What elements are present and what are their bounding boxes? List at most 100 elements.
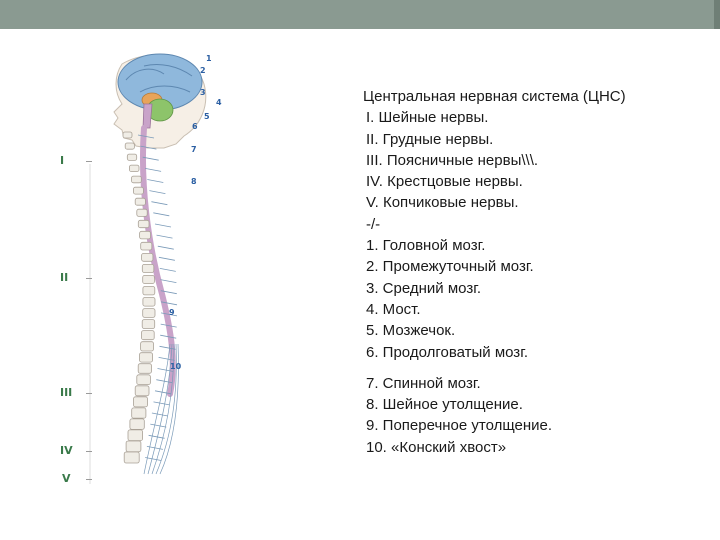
spinal-nerve bbox=[160, 290, 177, 295]
callout-3: 3 bbox=[200, 88, 206, 97]
spinal-nerve bbox=[157, 245, 174, 250]
top-bar-accent bbox=[714, 0, 720, 29]
callout-9: 9 bbox=[169, 308, 175, 317]
spinal-nerve bbox=[158, 256, 175, 261]
vertebra bbox=[142, 308, 156, 318]
vertebra bbox=[137, 219, 150, 229]
callout-5: 5 bbox=[204, 112, 210, 121]
vertebra bbox=[126, 153, 138, 161]
roman-label-4: IV bbox=[60, 444, 73, 457]
vertebra bbox=[129, 418, 145, 430]
spinal-nerve bbox=[153, 401, 170, 406]
vertebra bbox=[129, 164, 140, 172]
vertebra bbox=[140, 341, 154, 352]
spinal-nerve bbox=[151, 412, 168, 417]
vertebral-column bbox=[122, 131, 178, 464]
spinal-nerve bbox=[158, 357, 175, 361]
spinal-nerve bbox=[154, 223, 172, 228]
callout-2: 2 bbox=[200, 66, 206, 75]
vertebra bbox=[125, 440, 142, 453]
legend-item: 1. Головной мозг. bbox=[366, 237, 486, 255]
roman-label-1: I bbox=[60, 154, 65, 167]
legend-title: Центральная нервная система (ЦНС) bbox=[363, 88, 626, 105]
vertebra bbox=[134, 385, 150, 397]
legend-item: IV. Крестцовые нервы. bbox=[366, 173, 523, 191]
spinal-nerve bbox=[140, 145, 157, 150]
legend-item: 5. Мозжечок. bbox=[366, 322, 456, 340]
spinal-cord-shape bbox=[139, 125, 176, 397]
spinal-nerve bbox=[153, 212, 170, 217]
vertebra bbox=[123, 451, 140, 464]
legend-item: 4. Мост. bbox=[366, 300, 421, 318]
spinal-nerve bbox=[150, 423, 167, 428]
spinal-nerve bbox=[156, 234, 173, 239]
spinal-nerve bbox=[160, 312, 178, 317]
legend-item: 2. Промежуточный мозг. bbox=[366, 258, 534, 276]
spinal-nerve bbox=[159, 345, 176, 350]
legend-item: 6. Продолговатый мозг. bbox=[366, 343, 528, 361]
callout-10: 10 bbox=[170, 362, 182, 371]
legend-item: 7. Спинной мозг. bbox=[366, 374, 481, 392]
vertebra bbox=[133, 186, 144, 195]
legend-gap bbox=[363, 363, 703, 373]
vertebra bbox=[140, 241, 153, 251]
vertebra bbox=[141, 252, 154, 262]
callout-4: 4 bbox=[216, 98, 222, 107]
spinal-nerve bbox=[160, 279, 177, 283]
nervous-system-figure: I II III IV V 1 2 3 4 5 6 7 8 9 10 bbox=[44, 44, 244, 494]
vertebra bbox=[136, 208, 148, 217]
legend-item: II. Грудные нервы. bbox=[366, 130, 494, 148]
roman-label-2: II bbox=[60, 271, 69, 284]
vertebra bbox=[127, 429, 144, 441]
vertebra bbox=[134, 197, 146, 206]
roman-tick-2 bbox=[86, 278, 92, 279]
callout-6: 6 bbox=[192, 122, 198, 131]
legend-item: 3. Средний мозг. bbox=[366, 279, 481, 297]
legend-item: 8. Шейное утолщение. bbox=[366, 396, 523, 414]
spinal-nerve bbox=[148, 434, 165, 439]
spinal-nerve bbox=[149, 190, 166, 194]
vertebra bbox=[142, 286, 156, 296]
spinal-nerve bbox=[145, 457, 162, 461]
brain-folds bbox=[125, 63, 193, 93]
legend-item: 9. Поперечное утолщение. bbox=[366, 417, 553, 435]
roman-tick-4 bbox=[86, 451, 92, 452]
vertebra bbox=[142, 297, 156, 307]
spinal-nerve bbox=[157, 368, 174, 372]
vertebra bbox=[137, 363, 152, 374]
cauda-equina bbox=[143, 343, 179, 475]
legend-item: I. Шейные нервы. bbox=[366, 109, 489, 127]
roman-label-5: V bbox=[62, 472, 71, 485]
spinal-nerve bbox=[154, 390, 172, 395]
vertebra bbox=[139, 352, 154, 363]
vertebra bbox=[141, 263, 155, 273]
callout-1: 1 bbox=[206, 54, 212, 63]
callout-7: 7 bbox=[191, 145, 197, 154]
spinal-nerve bbox=[160, 301, 178, 306]
legend-panel: Центральная нервная система (ЦНС) I. Шей… bbox=[363, 86, 703, 458]
anatomy-illustration bbox=[89, 53, 207, 484]
roman-tick-3 bbox=[86, 393, 92, 394]
roman-label-3: III bbox=[60, 386, 73, 399]
spinal-nerve bbox=[145, 168, 162, 172]
spinal-nerve bbox=[159, 268, 176, 272]
vertebra bbox=[131, 175, 142, 184]
callout-8: 8 bbox=[191, 177, 197, 186]
vertebra bbox=[136, 374, 151, 385]
vertebra bbox=[141, 319, 156, 329]
vertebra bbox=[141, 330, 155, 341]
brainstem-shape bbox=[142, 103, 153, 129]
vertebra bbox=[133, 396, 148, 408]
legend-item: V. Копчиковые нервы. bbox=[366, 194, 519, 212]
top-bar bbox=[0, 0, 720, 29]
legend-separator: -/- bbox=[366, 215, 381, 233]
legend-item: III. Поясничные нервы\\\. bbox=[366, 151, 539, 169]
roman-tick-5 bbox=[86, 479, 92, 480]
spinal-nerve bbox=[160, 334, 177, 339]
legend-item: 10. «Конский хвост» bbox=[366, 438, 507, 456]
spinal-nerve bbox=[147, 179, 164, 183]
vertebra bbox=[142, 274, 155, 284]
roman-tick-1 bbox=[86, 161, 92, 162]
vertebra bbox=[122, 131, 133, 139]
vertebra bbox=[139, 230, 151, 240]
